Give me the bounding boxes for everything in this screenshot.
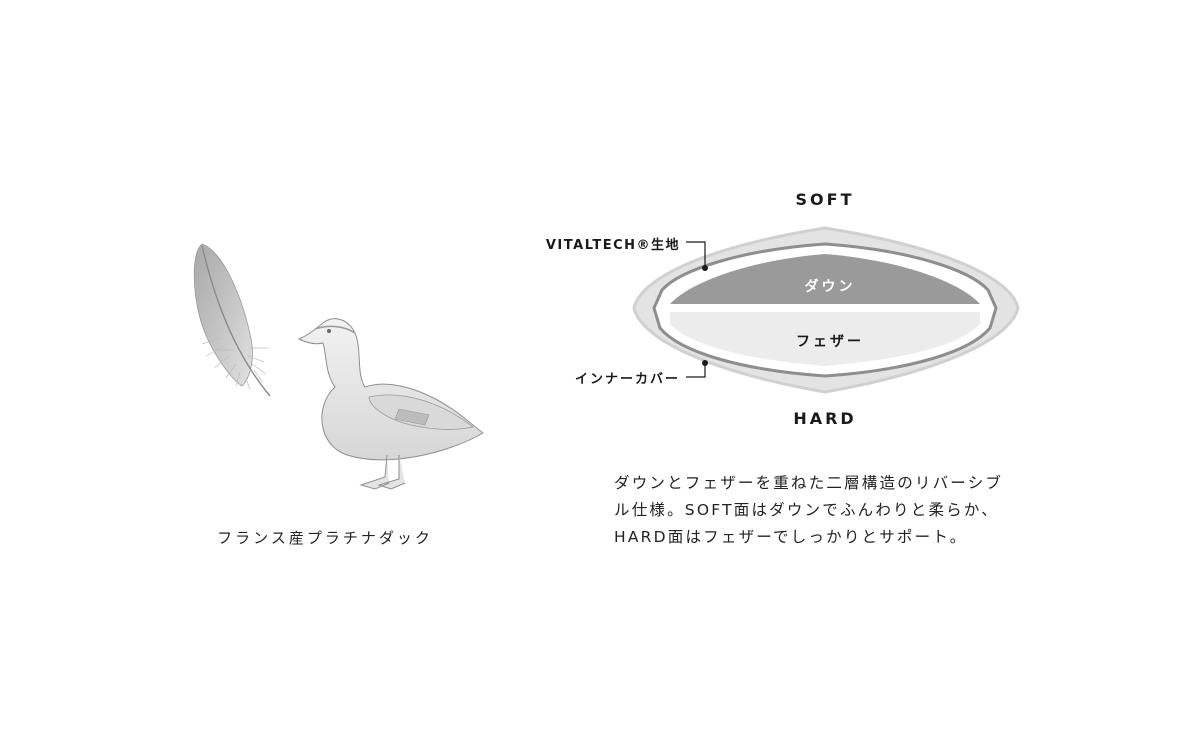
description-text: ダウンとフェザーを重ねた二層構造のリバーシブ ル仕様。SOFT面はダウンでふんわ…	[614, 470, 1044, 551]
duck-caption: フランス産プラチナダック	[217, 529, 433, 547]
pillow-cross-section	[632, 226, 1020, 394]
soft-label: SOFT	[795, 190, 855, 209]
down-label: ダウン	[804, 279, 856, 295]
description-line: ダウンとフェザーを重ねた二層構造のリバーシブ	[614, 474, 1004, 492]
feather-icon	[193, 243, 271, 397]
description-line: ル仕様。SOFT面はダウンでふんわりと柔らか、	[614, 501, 999, 519]
feather-layer	[670, 312, 980, 366]
hard-label: HARD	[793, 409, 857, 428]
duck-icon	[297, 318, 484, 490]
feather-label: フェザー	[796, 334, 864, 350]
vitaltech-fabric-label: VITALTECH®生地	[545, 238, 680, 253]
down-layer	[670, 254, 980, 304]
description-line: HARD面はフェザーでしっかりとサポート。	[614, 528, 968, 546]
inner-cover-label: インナーカバー	[574, 372, 680, 387]
